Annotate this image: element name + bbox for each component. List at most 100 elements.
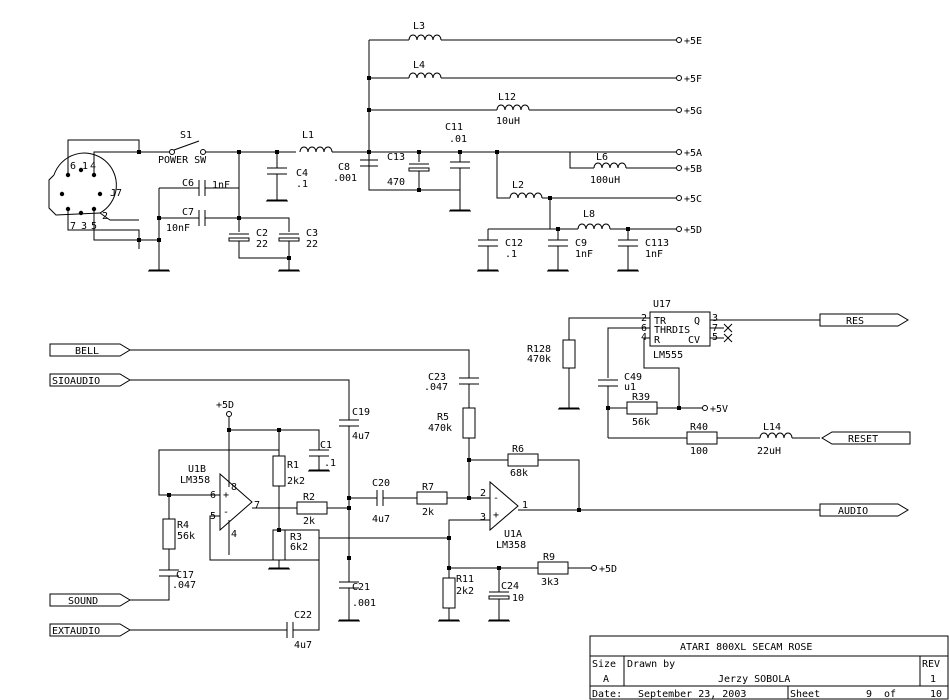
audio-out-label: AUDIO bbox=[838, 506, 868, 517]
r9-label: R9 bbox=[543, 552, 555, 563]
r40-label: R40 bbox=[690, 422, 708, 433]
c11-value: .01 bbox=[449, 134, 467, 145]
j7-pin-3: 3 bbox=[81, 221, 87, 232]
c19-label: C19 bbox=[352, 407, 370, 418]
r128-label: R128 bbox=[527, 344, 551, 355]
res-port bbox=[819, 313, 909, 327]
r7-value: 2k bbox=[422, 507, 434, 518]
power-section: J7 6 1 4 2 7 3 5 S1 POWER SW C6 1nF bbox=[48, 21, 702, 272]
drawn-by-label: Drawn by bbox=[627, 659, 675, 670]
extaudio-port bbox=[49, 623, 131, 637]
r39-label: R39 bbox=[632, 392, 650, 403]
r11-label: R11 bbox=[456, 574, 474, 585]
size-label: Size bbox=[592, 659, 616, 670]
rail-terminals: +5E +5F +5G +5A +5B +5C +5D bbox=[676, 36, 702, 236]
u1a-pin-1: 1 bbox=[522, 500, 528, 511]
c11-label: C11 bbox=[445, 122, 463, 133]
u1a-label: U1A bbox=[504, 529, 522, 540]
reset-in-label: RESET bbox=[848, 434, 878, 445]
res-label: RES bbox=[846, 316, 864, 327]
c8-value: .001 bbox=[333, 173, 357, 184]
reset-section: U17 LM555 TR Q THRDIS R CV 2 6 4 3 7 5 R… bbox=[527, 299, 911, 457]
u1b-plus: + bbox=[223, 490, 229, 501]
s1-label: S1 bbox=[180, 130, 192, 141]
l4-label: L4 bbox=[413, 60, 425, 71]
r5-label: R5 bbox=[437, 412, 449, 423]
sheet-value: 9 bbox=[866, 689, 872, 700]
r5-value: 470k bbox=[428, 423, 452, 434]
u1a-plus: + bbox=[493, 510, 499, 521]
c1-label: C1 bbox=[320, 440, 332, 451]
u17-pin-cv: CV bbox=[688, 335, 700, 346]
u17-pin-r: R bbox=[654, 335, 661, 346]
c12-value: .1 bbox=[505, 249, 517, 260]
c6-label: C6 bbox=[182, 178, 194, 189]
l2-label: L2 bbox=[512, 180, 524, 191]
u17-pin-q: Q bbox=[694, 316, 700, 327]
j7-label: J7 bbox=[110, 188, 122, 199]
rail-5d: +5D bbox=[684, 225, 702, 236]
r1-value: 2k2 bbox=[287, 476, 305, 487]
c9-value: 1nF bbox=[575, 249, 593, 260]
sound-port bbox=[49, 593, 131, 607]
rail-5e: +5E bbox=[684, 36, 702, 47]
title-block: ATARI 800XL SECAM ROSE Size A Drawn by J… bbox=[589, 635, 949, 700]
l1-label: L1 bbox=[302, 130, 314, 141]
c7-value: 10nF bbox=[166, 223, 190, 234]
l12-label: L12 bbox=[498, 92, 516, 103]
j7-pin-4: 4 bbox=[90, 161, 96, 172]
sioaudio-label: SIOAUDIO bbox=[52, 376, 100, 387]
of-label: of bbox=[884, 689, 896, 700]
l14-label: L14 bbox=[763, 422, 781, 433]
rev-value: 1 bbox=[930, 674, 936, 685]
r39-value: 56k bbox=[632, 417, 650, 428]
size-value: A bbox=[603, 674, 609, 685]
of-value: 10 bbox=[930, 689, 942, 700]
l8-label: L8 bbox=[583, 209, 595, 220]
rail-5c: +5C bbox=[684, 194, 702, 205]
c1-value: .1 bbox=[324, 458, 336, 469]
rail-5b: +5B bbox=[684, 164, 702, 175]
j7-connector: J7 6 1 4 2 7 3 5 bbox=[48, 152, 122, 232]
r4-label: R4 bbox=[177, 520, 189, 531]
j7-pin-7: 7 bbox=[70, 221, 76, 232]
date-value: September 23, 2003 bbox=[638, 689, 746, 700]
c49-label: C49 bbox=[624, 372, 642, 383]
c113-label: C113 bbox=[645, 238, 669, 249]
c17-value: .047 bbox=[172, 580, 196, 591]
l12-value: 10uH bbox=[496, 116, 520, 127]
u17-pin-thrdis: THRDIS bbox=[654, 325, 690, 336]
c22-value: 4u7 bbox=[294, 640, 312, 651]
rail-5f: +5F bbox=[684, 74, 702, 85]
c13-value: 470 bbox=[387, 177, 405, 188]
j7-pin-1: 1 bbox=[82, 161, 88, 172]
plus5d-top-label: +5D bbox=[216, 400, 234, 411]
c21-label: C21 bbox=[352, 582, 370, 593]
u17-pin-tr: TR bbox=[654, 316, 667, 327]
c3-value: 22 bbox=[306, 239, 318, 250]
c49-value: u1 bbox=[624, 382, 636, 393]
c22-label: C22 bbox=[294, 610, 312, 621]
c8-label: C8 bbox=[338, 162, 350, 173]
u1b-minus: - bbox=[223, 507, 229, 518]
c23-label: C23 bbox=[428, 372, 446, 383]
r1-label: R1 bbox=[287, 460, 299, 471]
c2-value: 22 bbox=[256, 239, 268, 250]
u1a-minus: - bbox=[493, 493, 499, 504]
u17-chip bbox=[649, 311, 711, 347]
r40-value: 100 bbox=[690, 446, 708, 457]
c7-label: C7 bbox=[182, 207, 194, 218]
schematic-title: ATARI 800XL SECAM ROSE bbox=[680, 642, 812, 653]
r11-value: 2k2 bbox=[456, 586, 474, 597]
u1b-label: U1B bbox=[188, 464, 206, 475]
c24-label: C24 bbox=[501, 581, 519, 592]
r4-value: 56k bbox=[177, 531, 195, 542]
c4-value: .1 bbox=[296, 179, 308, 190]
r3-label: R3 bbox=[290, 532, 302, 543]
c4-label: C4 bbox=[296, 168, 308, 179]
c17-label: C17 bbox=[176, 570, 194, 581]
l3-label: L3 bbox=[413, 21, 425, 32]
r128-value: 470k bbox=[527, 354, 551, 365]
u1b-opamp bbox=[219, 472, 253, 532]
r2-value: 2k bbox=[303, 516, 315, 527]
